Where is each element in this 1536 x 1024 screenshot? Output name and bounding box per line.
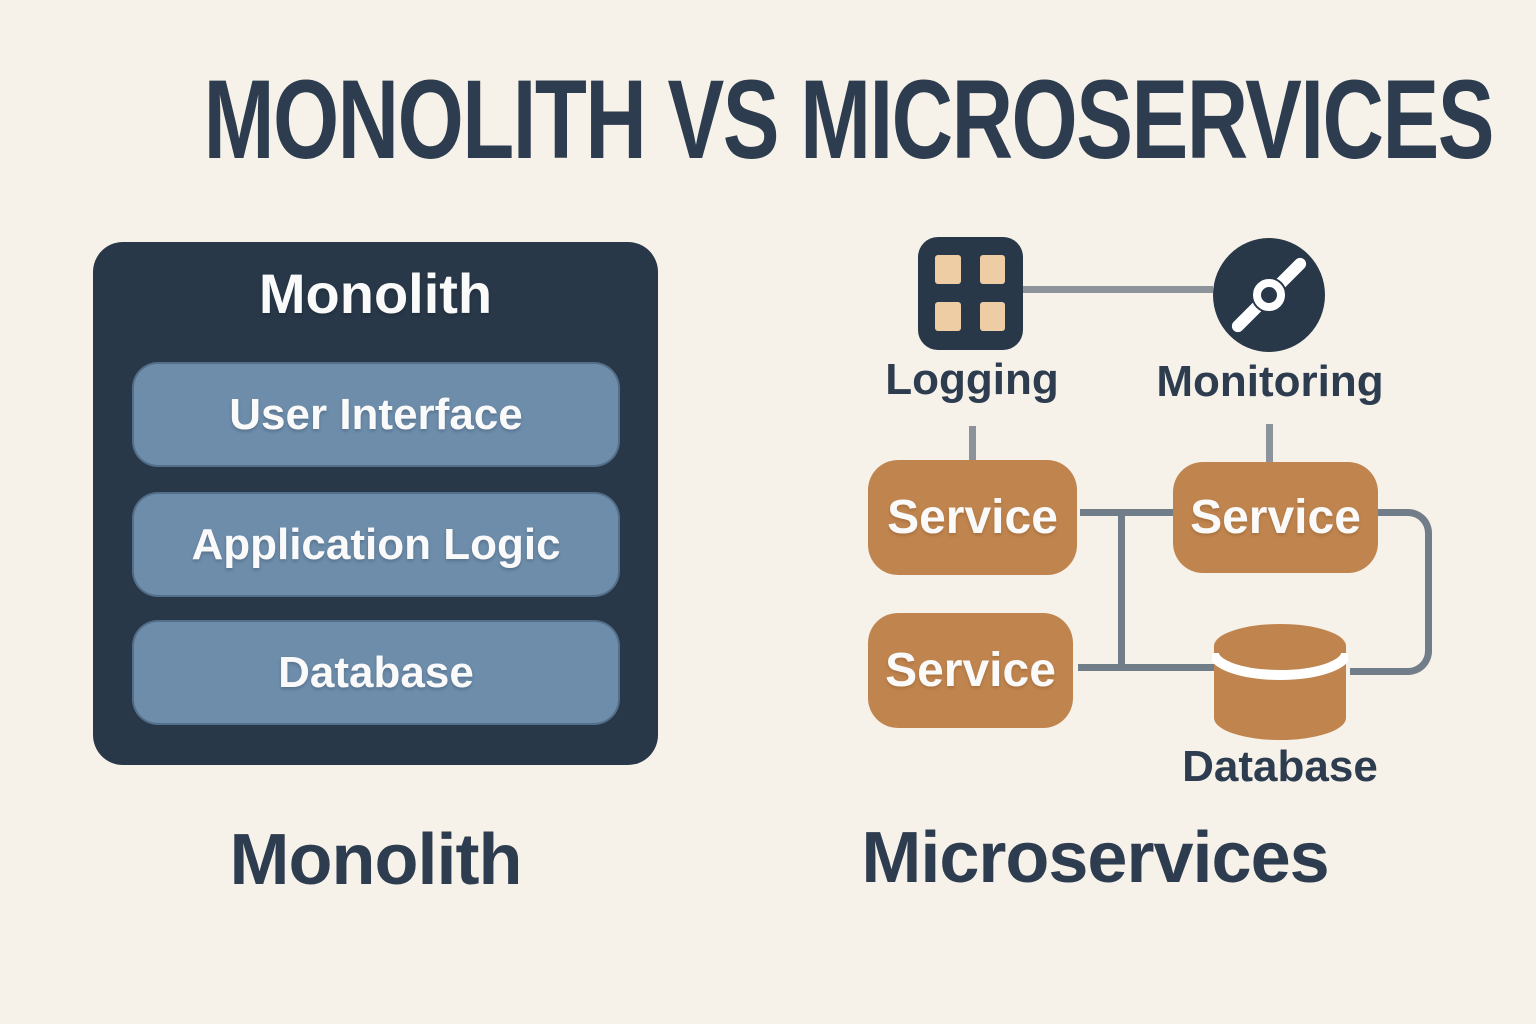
connector-logging-service bbox=[969, 426, 976, 462]
monolith-layer-application-logic: Application Logic bbox=[132, 492, 620, 597]
grid-square bbox=[979, 302, 1005, 331]
database-cylinder-icon bbox=[1212, 624, 1348, 740]
connector-right-bracket bbox=[1350, 509, 1432, 675]
monolith-panel-title: Monolith bbox=[258, 262, 493, 325]
microservices-caption: Microservices bbox=[861, 818, 1329, 898]
monolith-layer-user-interface: User Interface bbox=[132, 362, 620, 467]
grid-square bbox=[935, 255, 961, 284]
database-label: Database bbox=[1182, 742, 1378, 791]
connector-service-database bbox=[1078, 664, 1214, 671]
page-title: MONOLITH VS MICROSERVICES bbox=[0, 64, 1536, 176]
monolith-layer-database: Database bbox=[132, 620, 620, 725]
gauge-icon bbox=[1213, 238, 1325, 352]
service-box: Service bbox=[1173, 462, 1378, 573]
grid-square bbox=[979, 255, 1005, 284]
logging-label: Logging bbox=[885, 355, 1059, 404]
connector-vertical-trunk bbox=[1118, 509, 1125, 671]
service-box: Service bbox=[868, 613, 1073, 728]
page-title-text: MONOLITH VS MICROSERVICES bbox=[203, 57, 1495, 182]
service-box: Service bbox=[868, 460, 1077, 575]
connector-logging-monitoring bbox=[1023, 286, 1213, 293]
monolith-panel: Monolith User Interface Application Logi… bbox=[93, 242, 658, 765]
monolith-caption: Monolith bbox=[229, 820, 523, 900]
grid-square bbox=[935, 302, 961, 331]
gauge-ring-icon bbox=[1253, 279, 1285, 311]
monitoring-label: Monitoring bbox=[1156, 357, 1384, 406]
connector-monitoring-service bbox=[1266, 424, 1273, 462]
grid-icon bbox=[918, 237, 1023, 350]
connector-services-horizontal bbox=[1080, 509, 1175, 516]
